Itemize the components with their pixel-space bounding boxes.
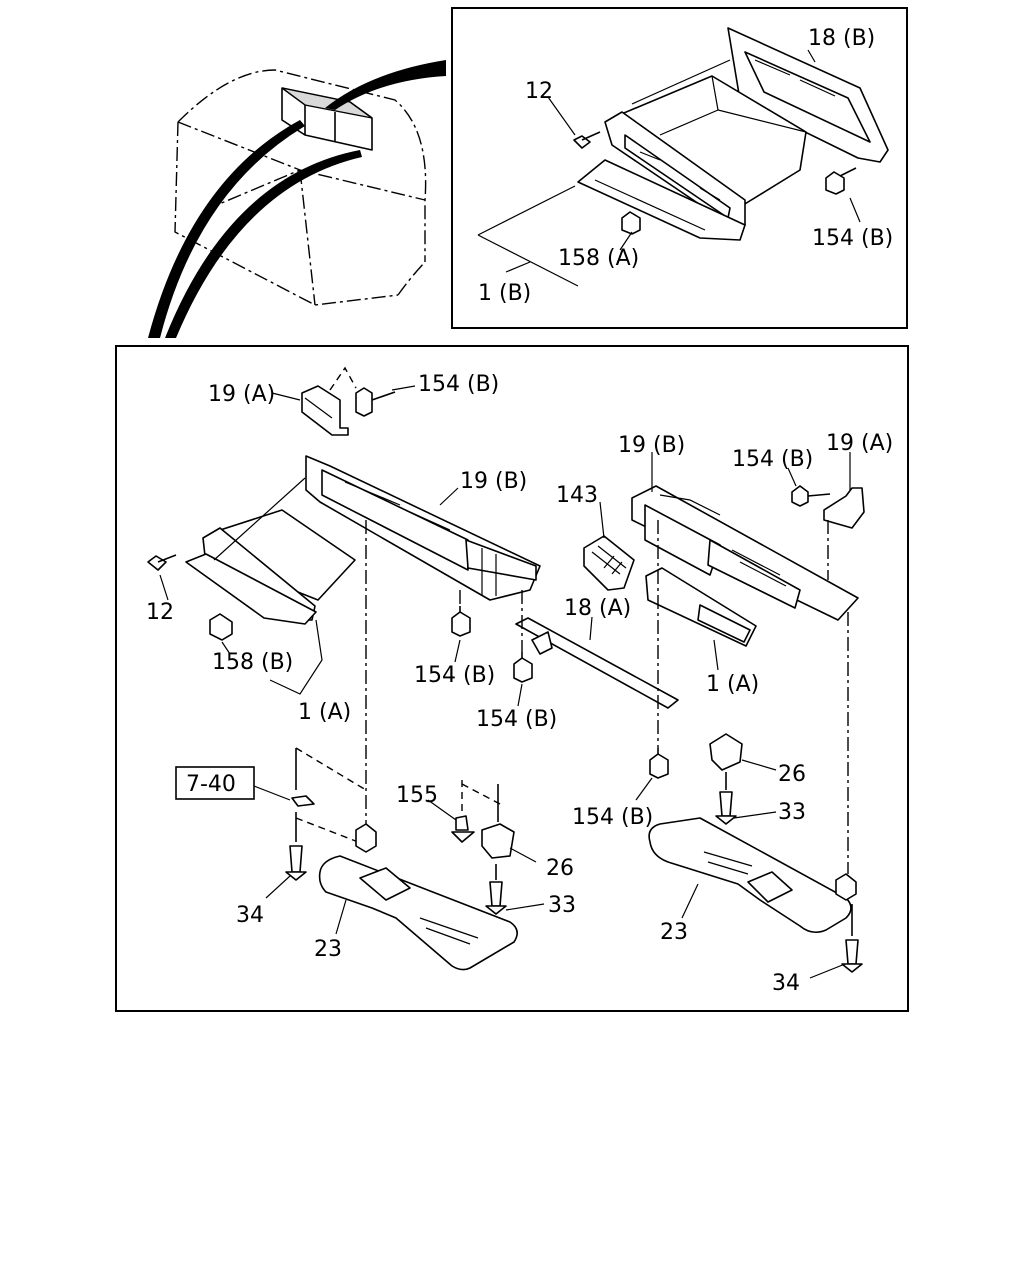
cab-overview [148,60,446,338]
label-154b-m-top: 154 (B) [418,372,499,397]
reference-box-7-40[interactable] [175,766,255,800]
label-158a-top: 158 (A) [558,246,639,271]
main-detail-parts [147,366,865,979]
label-33-right: 33 [778,800,806,825]
label-33-left: 33 [548,893,576,918]
label-12-top: 12 [525,79,553,104]
label-143: 143 [556,483,598,508]
label-23-right: 23 [660,920,688,945]
label-154b-low: 154 (B) [476,707,557,732]
label-158b: 158 (B) [212,650,293,675]
label-18b-top: 18 (B) [808,26,875,51]
label-34-right: 34 [772,971,800,996]
label-154b-mid: 154 (B) [414,663,495,688]
label-23-left: 23 [314,937,342,962]
label-19b-left: 19 (B) [460,469,527,494]
label-26-left: 26 [546,856,574,881]
label-ref-7-40[interactable]: 7-40 [186,772,236,797]
label-1a-left: 1 (A) [298,700,351,725]
label-18a: 18 (A) [564,596,631,621]
label-155: 155 [396,783,438,808]
label-154b-right: 154 (B) [732,447,813,472]
label-1a-right: 1 (A) [706,672,759,697]
top-detail-parts [477,27,889,287]
label-1b-top: 1 (B) [478,281,531,306]
label-154b-top: 154 (B) [812,226,893,251]
label-19a-right: 19 (A) [826,431,893,456]
label-19a-left: 19 (A) [208,382,275,407]
top-detail-frame [451,7,908,329]
label-12-main: 12 [146,600,174,625]
label-154b-bottom: 154 (B) [572,805,653,830]
label-19b-right: 19 (B) [618,433,685,458]
label-34-left: 34 [236,903,264,928]
label-26-right: 26 [778,762,806,787]
main-detail-frame [115,345,909,1012]
